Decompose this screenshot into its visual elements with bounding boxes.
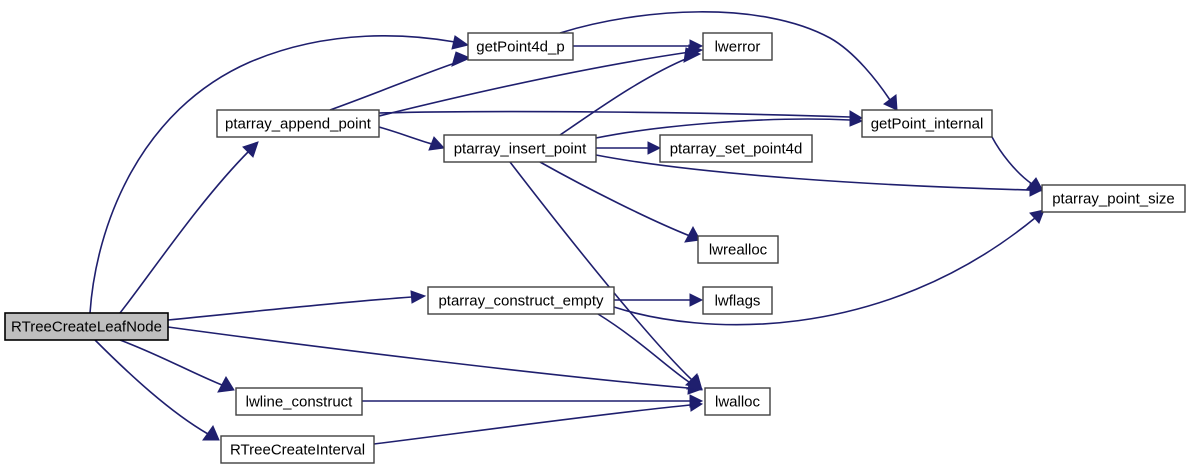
edge-insert-to-lwalloc <box>509 161 702 389</box>
node-root[interactable]: RTreeCreateLeafNode <box>4 312 169 341</box>
edge-root-to-getp4d <box>89 34 470 314</box>
edge-line <box>595 118 851 139</box>
node-lwline[interactable]: lwline_construct <box>235 387 363 416</box>
edge-line <box>167 326 689 389</box>
node-box[interactable] <box>467 32 574 61</box>
edge-insert-to-getpint <box>595 113 864 139</box>
edge-root-to-lwalloc <box>167 326 704 395</box>
node-box[interactable] <box>1041 184 1186 213</box>
edge-append-to-getp4d <box>329 51 472 111</box>
edge-root-to-lwline <box>119 339 235 393</box>
arrow-head-icon <box>689 39 704 53</box>
edge-line <box>991 136 1033 185</box>
node-lwrealloc[interactable]: lwrealloc <box>697 235 779 264</box>
node-box[interactable] <box>220 435 375 464</box>
node-box[interactable] <box>443 134 597 163</box>
edge-line <box>119 149 251 314</box>
arrow-head-icon <box>849 113 864 127</box>
node-box[interactable] <box>216 109 380 138</box>
node-getp4d[interactable]: getPoint4d_p <box>467 32 574 61</box>
edges-layer <box>89 11 1045 445</box>
node-box[interactable] <box>4 312 169 341</box>
edge-getpint-to-ptsize <box>991 136 1044 192</box>
node-lwalloc[interactable]: lwalloc <box>704 387 771 416</box>
node-rtinterval[interactable]: RTreeCreateInterval <box>220 435 375 464</box>
node-getpint[interactable]: getPoint_internal <box>861 109 993 138</box>
arrow-head-icon <box>685 374 703 391</box>
edge-getp4d-to-getpint <box>559 11 898 111</box>
node-box[interactable] <box>659 134 813 163</box>
edge-root-to-rtinterval <box>94 339 220 441</box>
arrow-head-icon <box>684 225 701 243</box>
edge-line <box>559 57 689 136</box>
edge-line <box>329 61 459 111</box>
arrow-head-icon <box>242 141 259 158</box>
edge-root-to-construct <box>167 290 427 321</box>
edge-line <box>559 11 891 101</box>
node-box[interactable] <box>704 387 771 416</box>
arrow-head-icon <box>451 51 472 67</box>
edge-construct-to-lwflags <box>613 293 704 307</box>
edge-root-to-append <box>119 141 259 314</box>
arrow-head-icon <box>428 136 446 151</box>
arrow-head-icon <box>1024 177 1044 192</box>
node-ptsize[interactable]: ptarray_point_size <box>1041 184 1186 213</box>
node-append[interactable]: ptarray_append_point <box>216 109 380 138</box>
edge-line <box>119 339 223 386</box>
arrow-head-icon <box>1029 209 1045 224</box>
edge-rtinterval-to-lwalloc <box>373 398 704 445</box>
arrow-head-icon <box>202 424 220 441</box>
node-construct[interactable]: ptarray_construct_empty <box>427 286 615 315</box>
edge-line <box>94 339 209 435</box>
edge-append-to-getpint <box>378 110 864 124</box>
node-box[interactable] <box>702 286 773 315</box>
node-insert[interactable]: ptarray_insert_point <box>443 134 597 163</box>
node-box[interactable] <box>861 109 993 138</box>
edge-construct-to-lwalloc <box>597 313 703 391</box>
node-lwerror[interactable]: lwerror <box>702 32 773 61</box>
nodes-layer: RTreeCreateLeafNode ptarray_append_point g… <box>4 32 1186 464</box>
edge-line <box>89 34 456 314</box>
node-setpoint4d[interactable]: ptarray_set_point4d <box>659 134 813 163</box>
edge-insert-to-lwerror <box>559 47 702 136</box>
edge-line <box>373 404 691 445</box>
edge-line <box>167 296 413 321</box>
edge-line <box>378 126 433 145</box>
edge-append-to-insert <box>378 126 446 151</box>
edge-line <box>378 51 691 117</box>
node-box[interactable] <box>702 32 773 61</box>
arrow-head-icon <box>683 47 702 63</box>
arrow-head-icon <box>451 35 470 50</box>
arrow-head-icon <box>217 375 235 393</box>
arrow-head-icon <box>689 398 704 412</box>
edge-line <box>613 217 1036 326</box>
node-box[interactable] <box>427 286 615 315</box>
edge-line <box>539 161 691 237</box>
edge-insert-to-setpoint4d <box>596 141 662 155</box>
arrow-head-icon <box>883 94 898 111</box>
edge-insert-to-lwrealloc <box>539 161 701 243</box>
arrow-head-icon <box>410 290 427 304</box>
edge-line <box>595 154 1031 191</box>
arrow-head-icon <box>689 293 704 307</box>
node-box[interactable] <box>235 387 363 416</box>
node-box[interactable] <box>697 235 779 264</box>
node-lwflags[interactable]: lwflags <box>702 286 773 315</box>
arrow-head-icon <box>647 141 662 155</box>
edge-lwline-to-lwalloc <box>362 394 704 408</box>
edge-construct-to-ptsize <box>613 209 1045 326</box>
edge-getp4d-to-lwerror <box>573 39 704 53</box>
edge-line <box>597 313 693 385</box>
edge-line <box>509 161 693 381</box>
edge-line <box>378 110 851 118</box>
